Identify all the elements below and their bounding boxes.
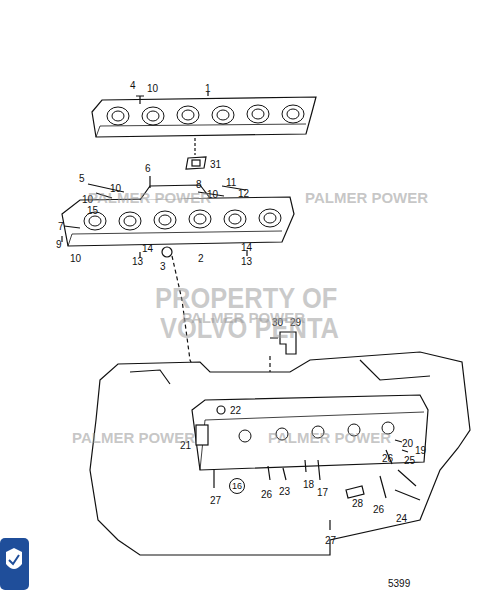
watermark: PALMER POWER — [305, 190, 428, 205]
callout-number: 5 — [79, 174, 85, 184]
callout-number: 22 — [230, 406, 241, 416]
callout-number: 26 — [261, 490, 272, 500]
watermark: PALMER POWER — [268, 430, 391, 445]
callout-number: 10 — [147, 84, 158, 94]
watermark: PROPERTY OF — [155, 283, 337, 313]
callout-number: 15 — [87, 206, 98, 216]
figure-number: 5399 — [388, 579, 410, 589]
callout-number: 3 — [160, 262, 166, 272]
callout-number: 25 — [404, 456, 415, 466]
callout-number: 7 — [58, 222, 64, 232]
circled-callout: 16 — [229, 478, 245, 494]
callout-number: 20 — [402, 439, 413, 449]
callout-number: 31 — [210, 160, 221, 170]
callout-number: 17 — [317, 488, 328, 498]
callout-number: 9 — [56, 240, 62, 250]
callout-number: 27 — [325, 536, 336, 546]
callout-number: 28 — [352, 499, 363, 509]
watermark: VOLVO PENTA — [160, 313, 339, 343]
callout-number: 13 — [241, 257, 252, 267]
callout-number: 18 — [303, 480, 314, 490]
watermark: PALMER POWER — [88, 190, 211, 205]
callout-number: 19 — [415, 446, 426, 456]
callout-number: 11 — [226, 178, 236, 188]
callout-number: 27 — [210, 496, 221, 506]
callout-number: 16 — [232, 482, 242, 491]
callout-number: 23 — [279, 487, 290, 497]
callout-number: 1 — [205, 84, 211, 94]
callout-number: 13 — [132, 257, 143, 267]
callout-number: 14 — [142, 244, 153, 254]
callout-number: 8 — [196, 180, 202, 190]
callout-number: 10 — [70, 254, 81, 264]
callout-number: 2 — [198, 254, 204, 264]
callout-number: 14 — [241, 243, 252, 253]
callout-number: 24 — [396, 514, 407, 524]
callout-number: 26 — [382, 454, 393, 464]
callout-number: 26 — [373, 505, 384, 515]
callout-number: 6 — [145, 164, 151, 174]
watermark: PALMER POWER — [72, 430, 195, 445]
callout-number: 4 — [130, 81, 136, 91]
callout-number: 12 — [238, 189, 249, 199]
